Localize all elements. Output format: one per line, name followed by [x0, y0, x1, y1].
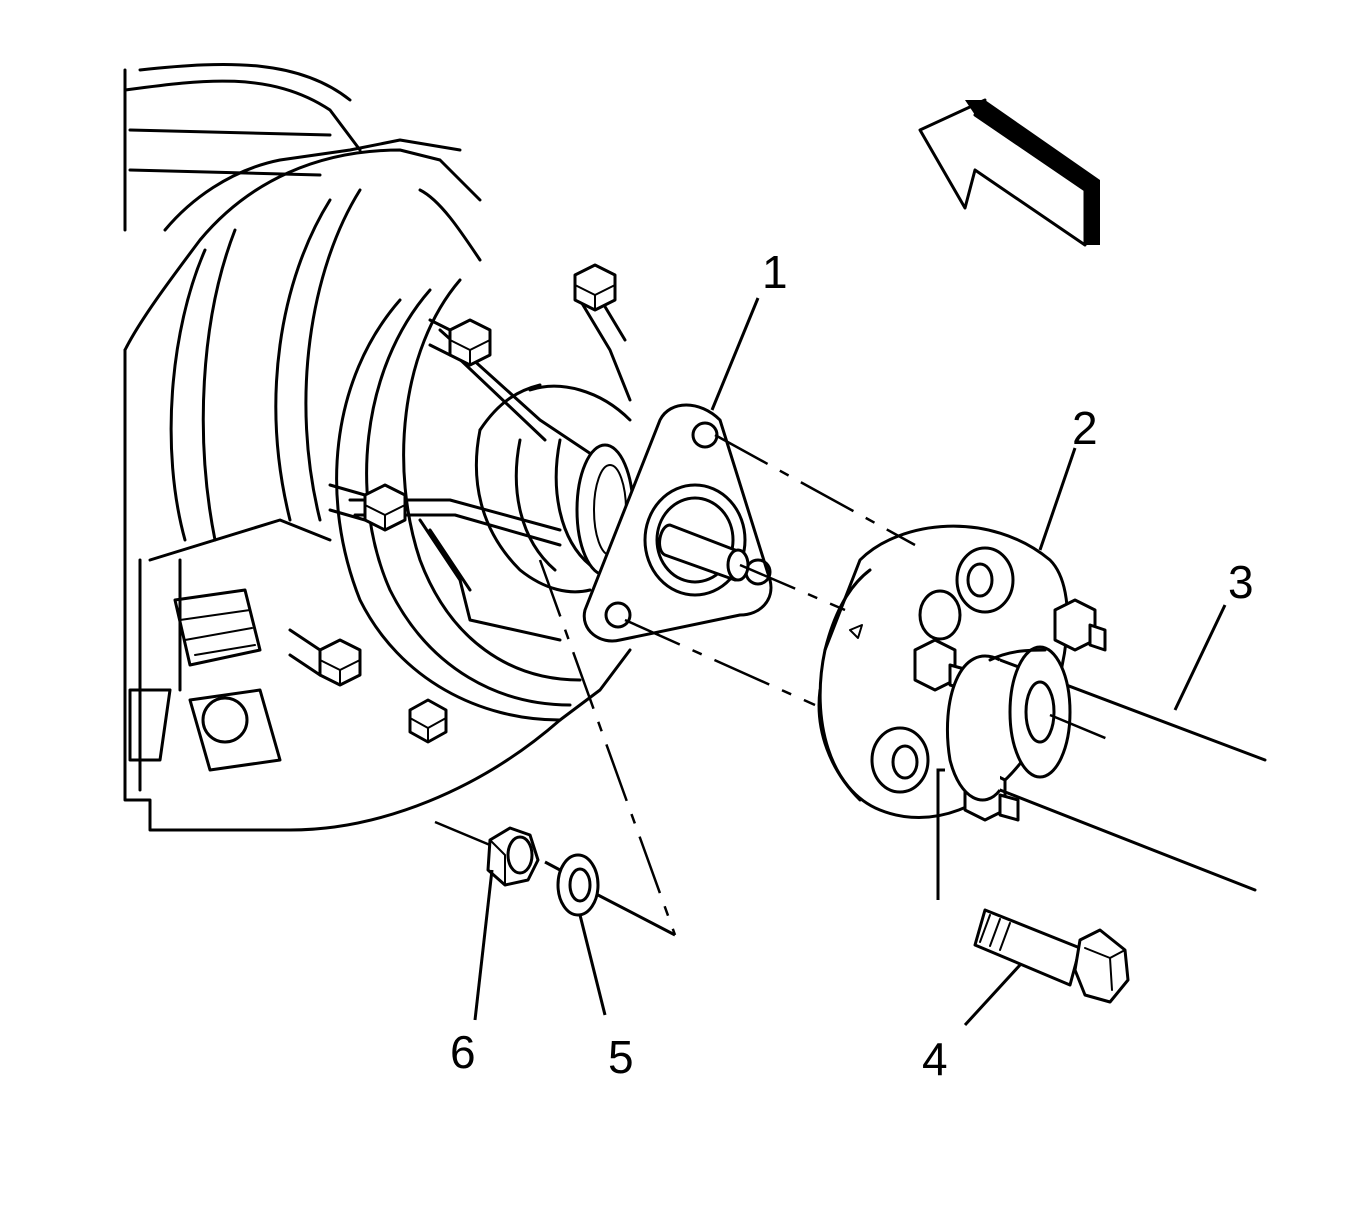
housing-bolt-upper	[573, 263, 617, 312]
flex-coupling	[817, 524, 1107, 822]
assembly-lines	[434, 433, 1111, 937]
coupling-bolt	[973, 908, 1130, 1004]
housing-bolt-lower	[288, 628, 362, 687]
housing-bolt-mid	[428, 318, 492, 367]
callout-4: 4	[922, 1033, 948, 1085]
coupling-bolt-upper	[1053, 598, 1107, 652]
callouts: 1 2 3 4 5 6	[450, 246, 1254, 1085]
callout-1: 1	[762, 246, 788, 298]
callout-3: 3	[1228, 556, 1254, 608]
callout-2: 2	[1072, 402, 1098, 454]
forward-direction-arrow	[918, 98, 1100, 247]
housing-bolt-left	[328, 483, 407, 532]
callout-5: 5	[608, 1031, 634, 1083]
leader-lines	[473, 297, 1227, 1027]
callout-6: 6	[450, 1026, 476, 1078]
nut	[486, 826, 540, 887]
transmission-housing	[123, 62, 635, 832]
output-flange	[582, 403, 773, 643]
housing-bolt-bottom	[408, 698, 448, 744]
propeller-shaft	[945, 645, 1267, 892]
washer	[556, 853, 600, 917]
